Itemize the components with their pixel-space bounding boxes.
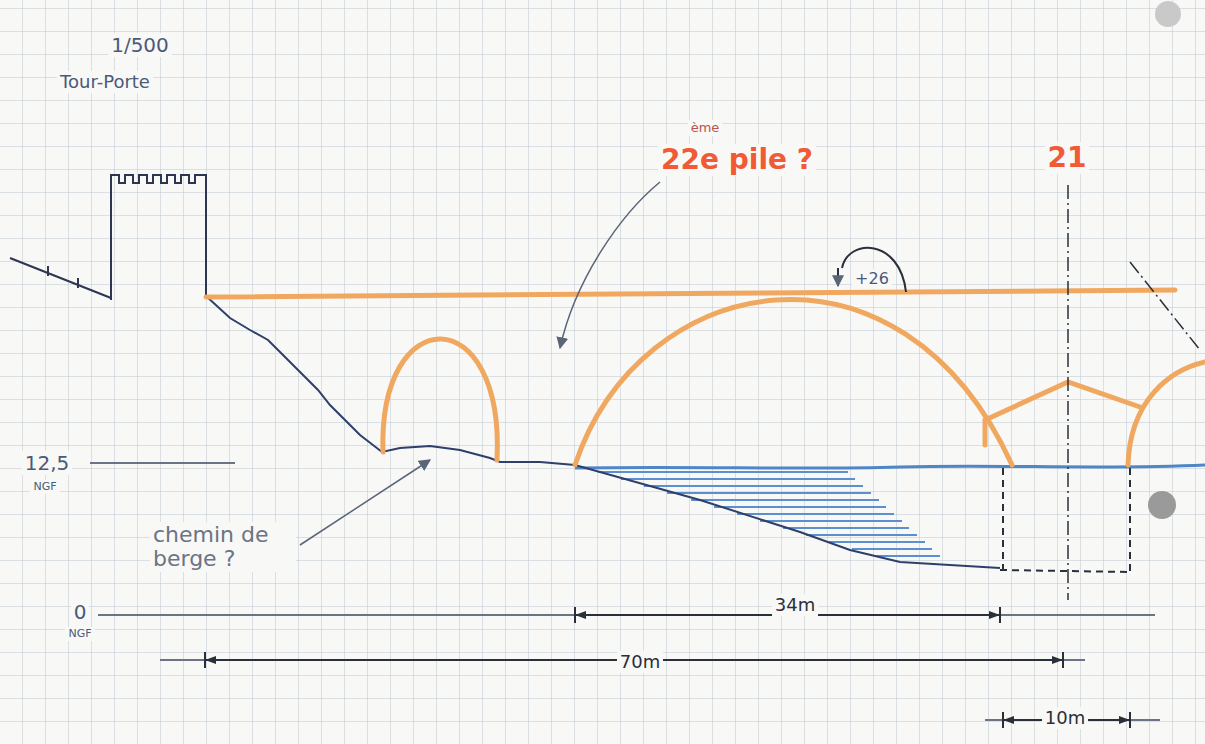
- level-mark: [838, 248, 906, 292]
- level-value: +26: [852, 269, 892, 289]
- datum-name: NGF: [30, 480, 59, 494]
- scale-note: 1/500: [108, 33, 172, 57]
- datum-line: [98, 614, 1155, 616]
- level-value: 12,5: [22, 451, 73, 475]
- tower-gate: [10, 175, 206, 300]
- binder-hole: [1155, 1, 1181, 27]
- terrain-profile: [206, 296, 1000, 568]
- water-line: [575, 465, 1205, 468]
- leader-line: [300, 460, 430, 545]
- water-hatching: [598, 472, 940, 556]
- pier-axis: [1067, 185, 1069, 600]
- path-note: chemin de berge ?: [150, 522, 296, 572]
- bridge: [206, 290, 1205, 465]
- pier-note: 22e pile ?: [658, 144, 816, 177]
- binder-hole: [1148, 491, 1176, 519]
- dimension-value: 10m: [1042, 707, 1088, 729]
- dimension-value: 34m: [772, 594, 818, 616]
- level-value: 0: [71, 600, 90, 624]
- ordinal-suffix: ème: [688, 120, 723, 136]
- pier-number: 21: [1045, 142, 1090, 175]
- pier-axis: [1130, 262, 1200, 350]
- dimension-value: 70m: [617, 651, 663, 673]
- tower-name: Tour-Porte: [57, 71, 153, 93]
- pier-footing: [1000, 468, 1130, 572]
- datum-name: NGF: [65, 627, 94, 641]
- level-line: [90, 462, 235, 464]
- leader-line: [560, 182, 660, 348]
